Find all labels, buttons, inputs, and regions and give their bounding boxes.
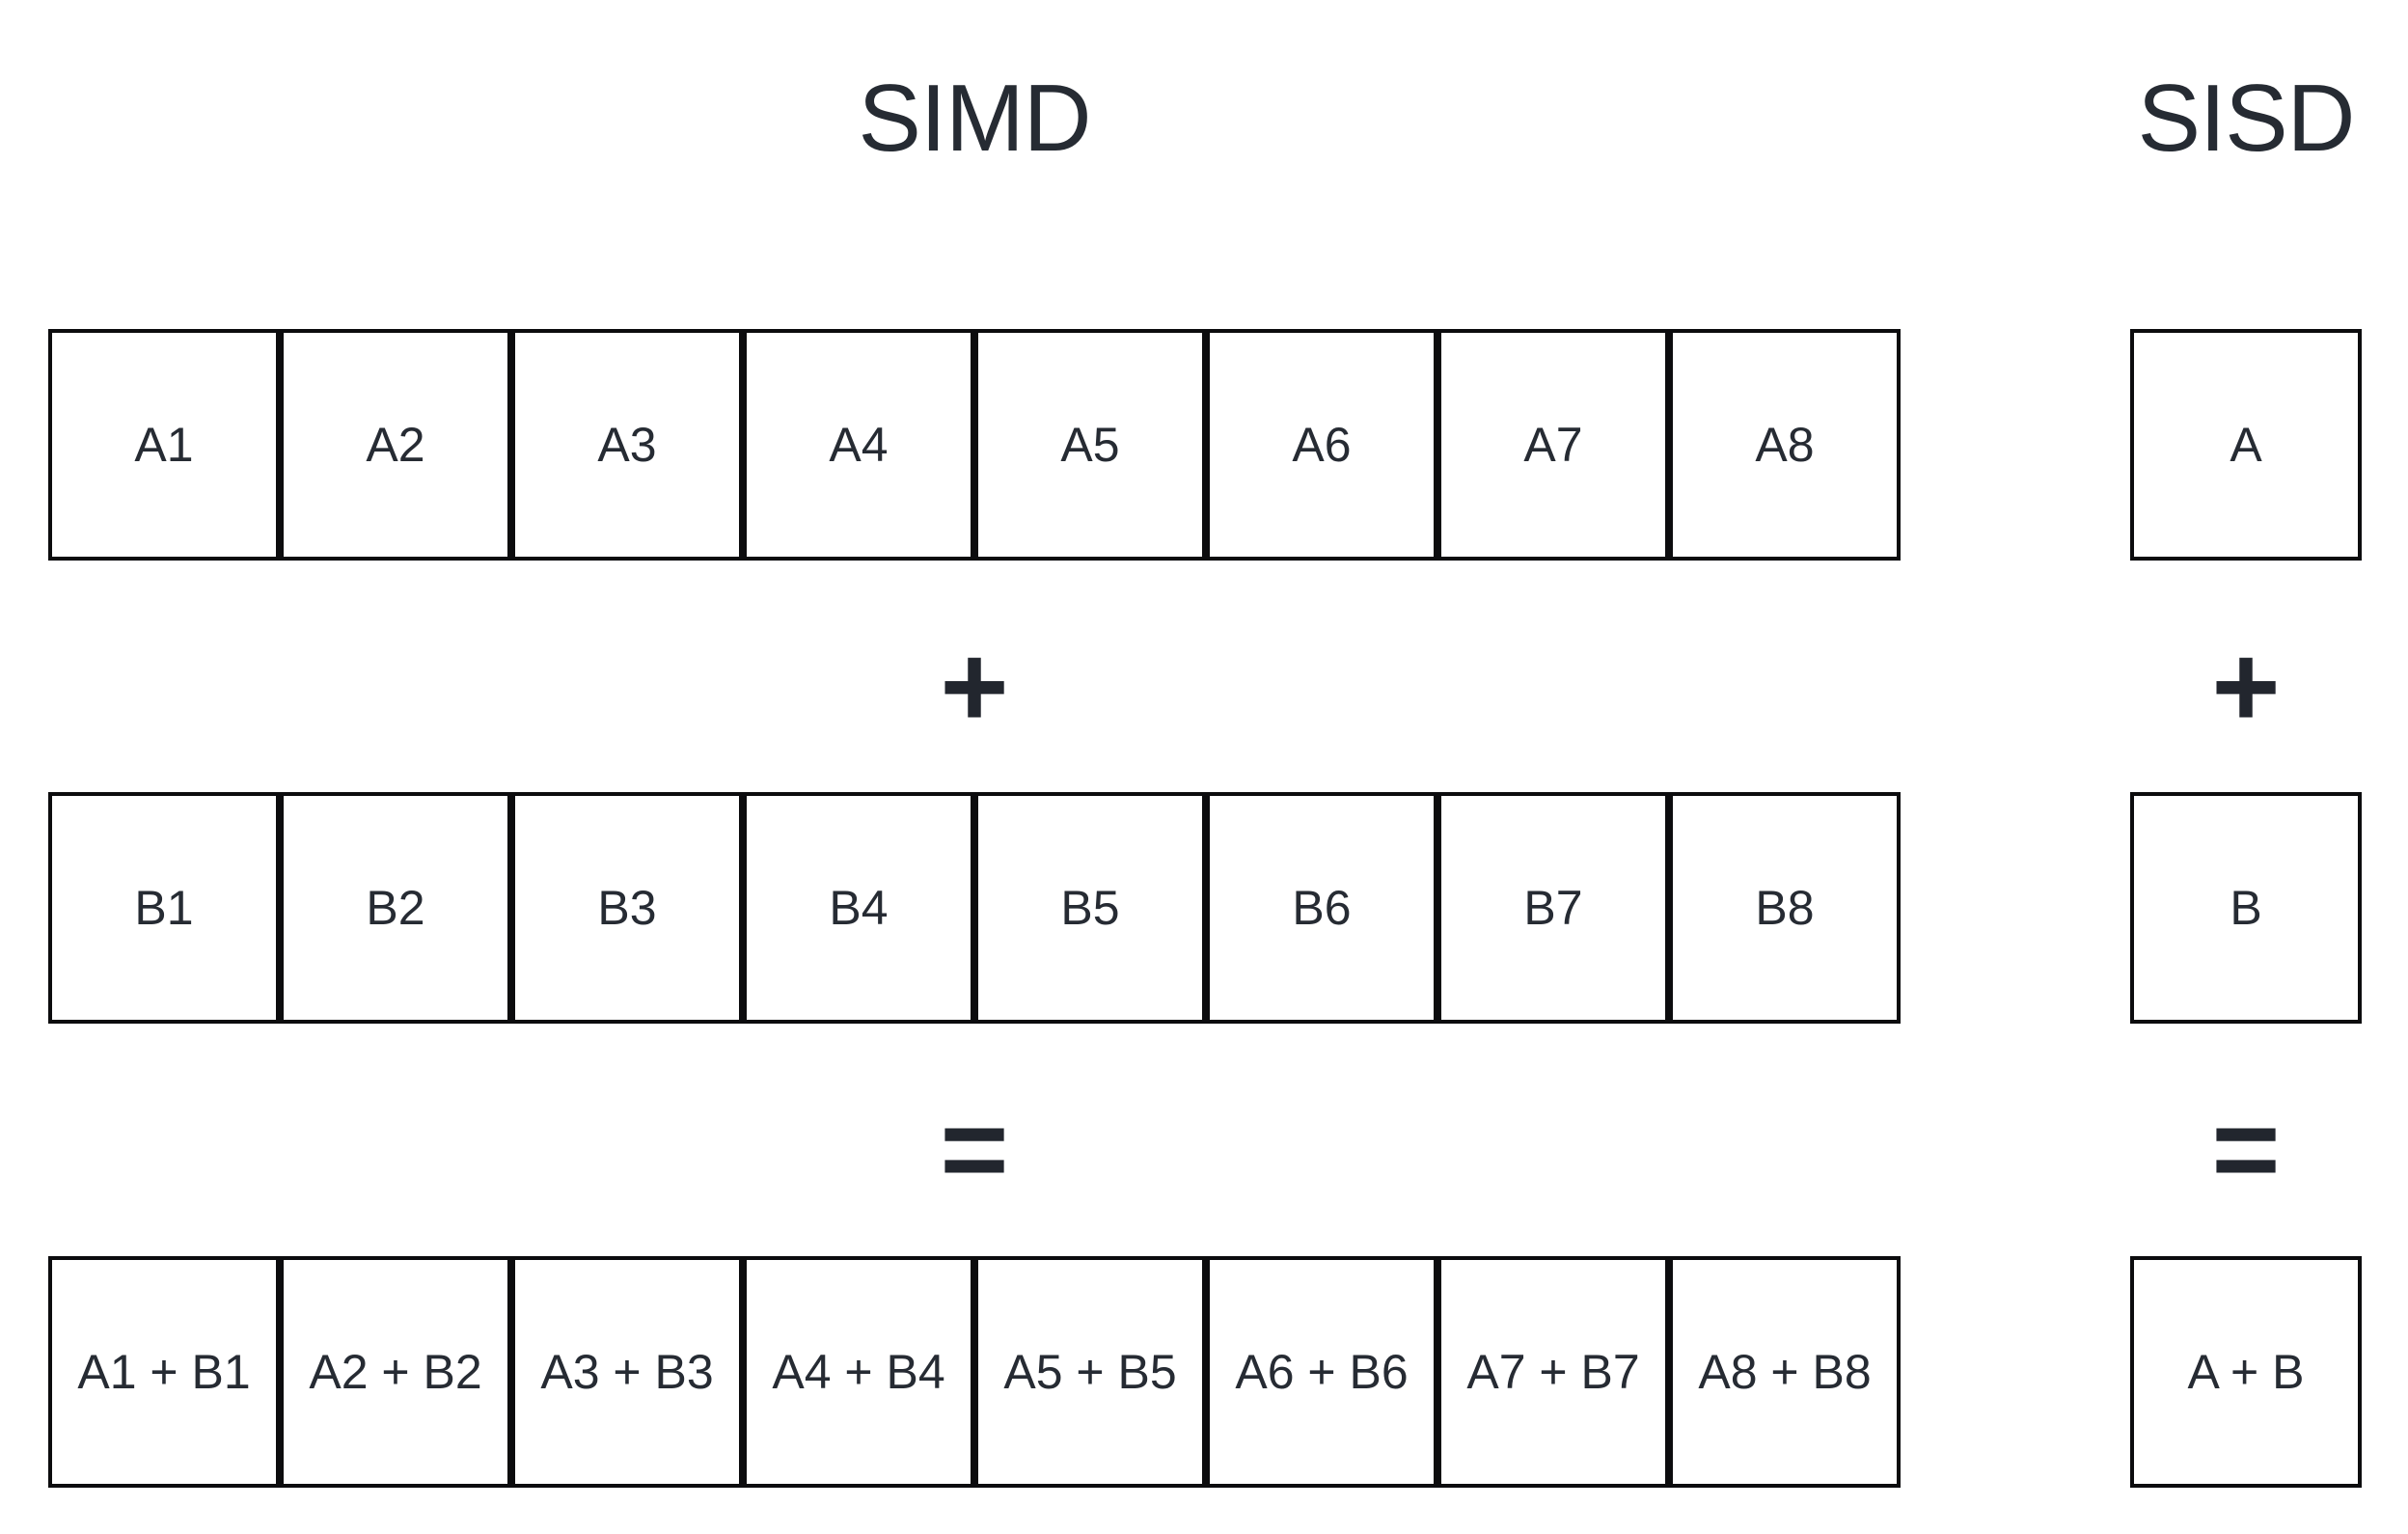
simd-cell-sum-1: A1 + B1 — [48, 1256, 280, 1488]
sisd-cell-a: A — [2130, 329, 2362, 561]
simd-cell-b6: B6 — [1206, 792, 1437, 1024]
simd-vector-a: A1 A2 A3 A4 A5 A6 A7 A8 — [48, 329, 1901, 561]
sisd-cell-b: B — [2130, 792, 2362, 1024]
simd-cell-sum-6: A6 + B6 — [1206, 1256, 1437, 1488]
simd-cell-sum-8: A8 + B8 — [1669, 1256, 1901, 1488]
simd-cell-sum-2: A2 + B2 — [280, 1256, 511, 1488]
simd-cell-a5: A5 — [974, 329, 1206, 561]
simd-cell-sum-5: A5 + B5 — [974, 1256, 1206, 1488]
sisd-title: SISD — [2137, 65, 2356, 171]
simd-cell-a8: A8 — [1669, 329, 1901, 561]
simd-cell-sum-7: A7 + B7 — [1437, 1256, 1669, 1488]
sisd-plus-operator: + — [2211, 620, 2281, 752]
sisd-cell-sum: A + B — [2130, 1256, 2362, 1488]
simd-cell-sum-3: A3 + B3 — [511, 1256, 743, 1488]
simd-cell-b1: B1 — [48, 792, 280, 1024]
simd-cell-b2: B2 — [280, 792, 511, 1024]
simd-cell-b4: B4 — [743, 792, 974, 1024]
simd-plus-operator: + — [940, 620, 1009, 752]
simd-cell-b5: B5 — [974, 792, 1206, 1024]
simd-cell-a6: A6 — [1206, 329, 1437, 561]
simd-equals-operator: = — [940, 1083, 1009, 1215]
simd-title: SIMD — [858, 65, 1092, 171]
simd-cell-sum-4: A4 + B4 — [743, 1256, 974, 1488]
simd-vector-b: B1 B2 B3 B4 B5 B6 B7 B8 — [48, 792, 1901, 1024]
simd-cell-a3: A3 — [511, 329, 743, 561]
simd-cell-b3: B3 — [511, 792, 743, 1024]
simd-cell-b7: B7 — [1437, 792, 1669, 1024]
simd-cell-b8: B8 — [1669, 792, 1901, 1024]
simd-cell-a7: A7 — [1437, 329, 1669, 561]
sisd-equals-operator: = — [2211, 1083, 2281, 1215]
simd-vector-result: A1 + B1 A2 + B2 A3 + B3 A4 + B4 A5 + B5 … — [48, 1256, 1901, 1488]
simd-cell-a4: A4 — [743, 329, 974, 561]
simd-cell-a2: A2 — [280, 329, 511, 561]
simd-cell-a1: A1 — [48, 329, 280, 561]
